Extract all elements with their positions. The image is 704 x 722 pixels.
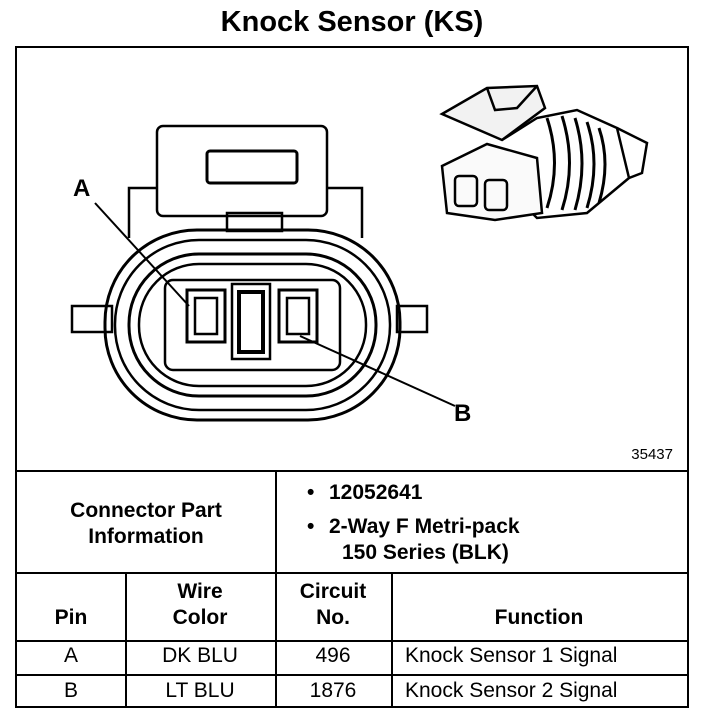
- outer-shell-inner: [113, 238, 392, 412]
- center-key-inner: [237, 290, 265, 354]
- terminal-b-inner: [285, 296, 311, 336]
- latch-window: [205, 149, 299, 185]
- header-circuit-line2: No.: [316, 606, 350, 629]
- connector-info-heading-line1: Connector Part: [70, 499, 222, 522]
- divider-row-a: [17, 674, 687, 676]
- connector-type: 2-Way F Metri-pack: [329, 515, 520, 538]
- left-ear: [70, 304, 114, 334]
- bullet: •: [307, 515, 315, 538]
- connector-info-heading: Connector Part Information: [17, 498, 275, 550]
- header-wire-color-line1: Wire: [177, 580, 223, 603]
- terminal-a-inner: [193, 296, 219, 336]
- right-ear: [395, 304, 429, 334]
- table-col-divider: [391, 572, 393, 708]
- connector-latch: [155, 124, 329, 218]
- divider-header: [17, 640, 687, 642]
- terminal-face: [163, 278, 342, 372]
- connector-chart-frame: A B 35437 Connector Part Information • 12…: [15, 46, 689, 708]
- header-circuit-line1: Circuit: [299, 580, 367, 603]
- divider-diagram: [17, 470, 687, 472]
- page-title: Knock Sensor (KS): [220, 6, 484, 38]
- connector-iso-view: [439, 84, 649, 222]
- table-col-divider: [125, 572, 127, 708]
- row-a-pin: A: [63, 644, 78, 667]
- leader-b: [299, 335, 456, 407]
- connector-series: 150 Series (BLK): [342, 541, 509, 564]
- connector-drawing: [70, 84, 649, 422]
- pin-b-label: B: [454, 400, 472, 427]
- header-wire-color: Wire Color: [125, 579, 275, 631]
- seal-ring-inner: [137, 262, 368, 388]
- connector-info-item: • 2-Way F Metri-pack: [307, 514, 520, 540]
- row-a-circuit: 496: [315, 644, 351, 667]
- row-a-function: Knock Sensor 1 Signal: [405, 644, 618, 667]
- leader-a: [94, 202, 190, 307]
- connector-shoulder: [127, 186, 364, 238]
- figure-number: 35437: [631, 446, 673, 463]
- terminal-a: [185, 288, 227, 344]
- connector-info-heading-line2: Information: [88, 525, 204, 548]
- connector-info-item: • 12052641: [307, 480, 422, 506]
- part-number: 12052641: [329, 481, 423, 504]
- outer-shell: [103, 228, 402, 422]
- pin-a-label: A: [73, 175, 91, 202]
- bullet: •: [307, 481, 315, 504]
- center-key: [230, 282, 272, 361]
- seal-ring: [127, 252, 378, 398]
- terminal-b: [277, 288, 319, 344]
- table-col-divider: [275, 572, 277, 708]
- header-wire-color-line2: Color: [172, 606, 228, 629]
- row-b-function: Knock Sensor 2 Signal: [405, 679, 618, 702]
- row-b-wire-color: LT BLU: [165, 679, 235, 702]
- divider-info: [17, 572, 687, 574]
- header-circuit: Circuit No.: [275, 579, 391, 631]
- header-function: Function: [494, 606, 584, 629]
- row-b-circuit: 1876: [309, 679, 357, 702]
- divider-info-vertical: [275, 470, 277, 572]
- row-b-pin: B: [63, 679, 78, 702]
- row-a-wire-color: DK BLU: [162, 644, 238, 667]
- header-pin: Pin: [54, 606, 88, 629]
- connector-diagram: A B 35437: [17, 48, 687, 470]
